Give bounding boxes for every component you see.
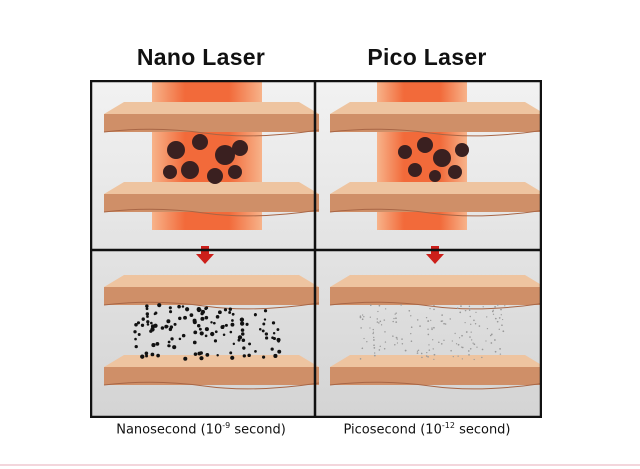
comparison-diagram [90, 80, 542, 418]
fragmented-ink-particles [133, 303, 282, 361]
divider [0, 464, 640, 466]
nano-after-panel [103, 274, 320, 390]
fragmented-ink-particles [359, 304, 506, 361]
pico-after-panel [329, 274, 542, 390]
pico-before-panel [329, 80, 542, 230]
picosecond-caption: Picosecond (10-12 second) [343, 421, 511, 438]
tattoo-ink-particles [163, 134, 248, 184]
down-arrow-icon [196, 246, 214, 264]
tattoo-ink-particles [398, 137, 469, 182]
nano-before-panel [103, 80, 320, 230]
pico-laser-title: Pico Laser [367, 44, 487, 70]
down-arrow-icon [426, 246, 444, 264]
nanosecond-caption: Nanosecond (10-9 second) [116, 421, 286, 438]
nano-laser-title: Nano Laser [136, 44, 266, 70]
